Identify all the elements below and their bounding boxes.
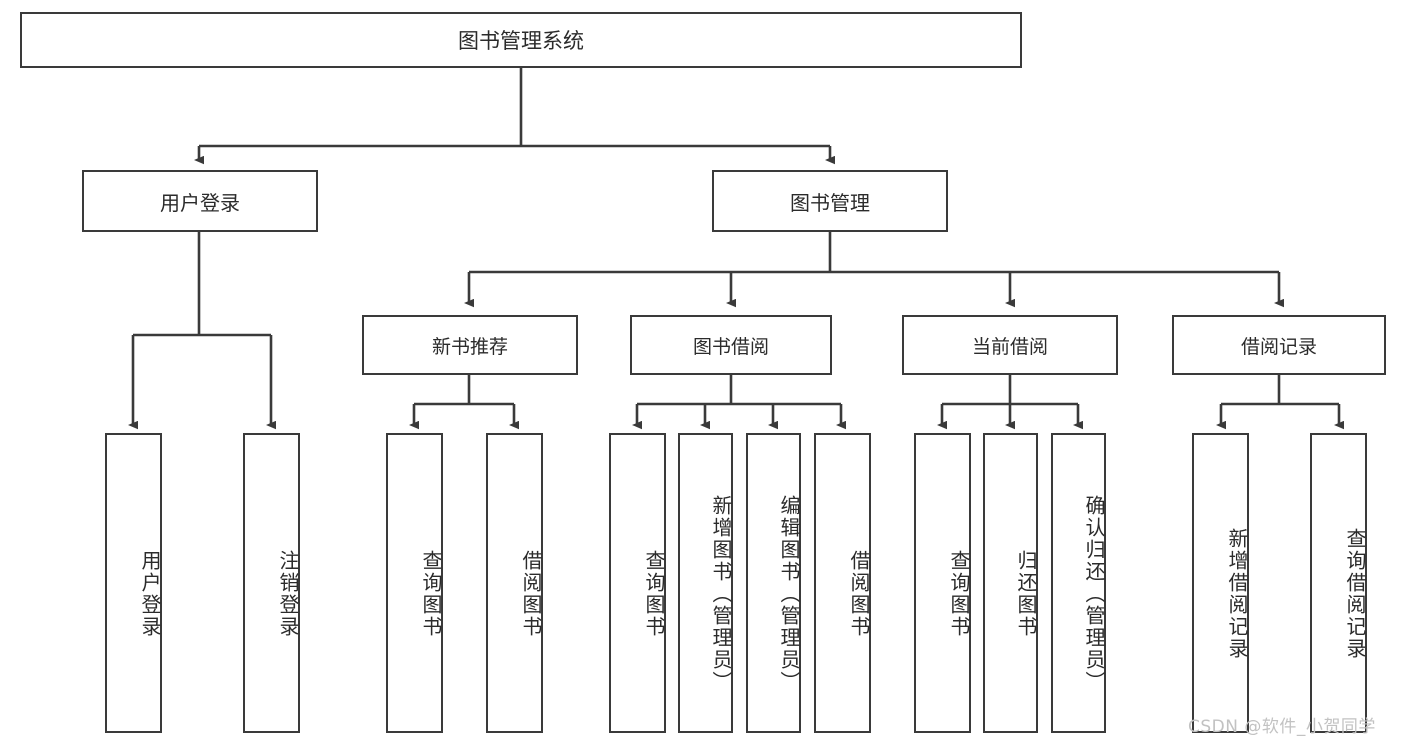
node-book-management-label: 图书管理 xyxy=(790,190,870,215)
node-root-system[interactable]: 图书管理系统 xyxy=(20,12,1022,68)
leaf-book-borrow-query[interactable]: 查询图书 xyxy=(609,433,666,733)
leaf-borrow-record-query-label: 查询借阅记录 xyxy=(1343,528,1367,660)
leaf-new-book-query[interactable]: 查询图书 xyxy=(386,433,443,733)
node-new-book-recommend[interactable]: 新书推荐 xyxy=(362,315,578,375)
node-book-management[interactable]: 图书管理 xyxy=(712,170,948,232)
node-new-book-recommend-label: 新书推荐 xyxy=(431,335,508,358)
node-current-borrow-label: 当前借阅 xyxy=(971,335,1048,358)
node-user-login-label: 用户登录 xyxy=(160,190,240,215)
leaf-borrow-record-add[interactable]: 新增借阅记录 xyxy=(1192,433,1249,733)
leaf-current-borrow-confirm-label: 确认归还（管理员） xyxy=(1082,495,1106,693)
leaf-borrow-record-add-label: 新增借阅记录 xyxy=(1225,528,1249,660)
leaf-new-book-query-label: 查询图书 xyxy=(419,550,443,638)
leaf-book-borrow-edit[interactable]: 编辑图书（管理员） xyxy=(746,433,801,733)
leaf-book-borrow-edit-label: 编辑图书（管理员） xyxy=(777,495,801,693)
leaf-user-login-login-label: 用户登录 xyxy=(138,550,162,638)
node-book-borrow-label: 图书借阅 xyxy=(692,335,769,358)
leaf-current-borrow-query-label: 查询图书 xyxy=(947,550,971,638)
leaf-new-book-borrow[interactable]: 借阅图书 xyxy=(486,433,543,733)
node-borrow-record[interactable]: 借阅记录 xyxy=(1172,315,1386,375)
leaf-user-login-login[interactable]: 用户登录 xyxy=(105,433,162,733)
leaf-book-borrow-add-label: 新增图书（管理员） xyxy=(709,495,733,693)
leaf-current-borrow-return-label: 归还图书 xyxy=(1014,550,1038,638)
node-book-borrow[interactable]: 图书借阅 xyxy=(630,315,832,375)
leaf-book-borrow-borrow-label: 借阅图书 xyxy=(847,550,871,638)
leaf-book-borrow-add[interactable]: 新增图书（管理员） xyxy=(678,433,733,733)
node-user-login[interactable]: 用户登录 xyxy=(82,170,318,232)
node-root-system-label: 图书管理系统 xyxy=(458,29,584,53)
node-current-borrow[interactable]: 当前借阅 xyxy=(902,315,1118,375)
leaf-current-borrow-confirm[interactable]: 确认归还（管理员） xyxy=(1051,433,1106,733)
leaf-current-borrow-return[interactable]: 归还图书 xyxy=(983,433,1038,733)
leaf-borrow-record-query[interactable]: 查询借阅记录 xyxy=(1310,433,1367,733)
leaf-book-borrow-query-label: 查询图书 xyxy=(642,550,666,638)
leaf-user-login-logout[interactable]: 注销登录 xyxy=(243,433,300,733)
leaf-current-borrow-query[interactable]: 查询图书 xyxy=(914,433,971,733)
leaf-book-borrow-borrow[interactable]: 借阅图书 xyxy=(814,433,871,733)
leaf-new-book-borrow-label: 借阅图书 xyxy=(519,550,543,638)
node-borrow-record-label: 借阅记录 xyxy=(1240,335,1317,358)
leaf-user-login-logout-label: 注销登录 xyxy=(276,550,300,638)
